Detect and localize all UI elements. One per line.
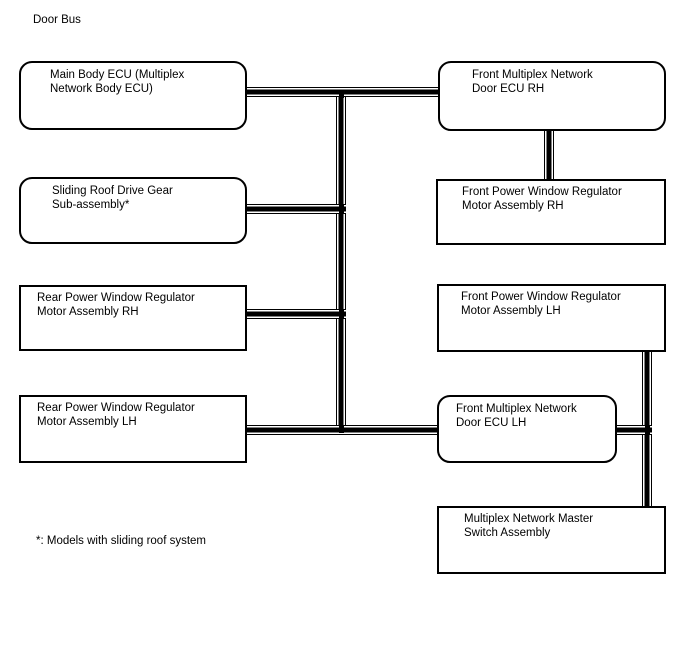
node-main-body-ecu: Main Body ECU (Multiplex Network Body EC… [19, 61, 247, 130]
node-label-line: Motor Assembly LH [461, 305, 561, 317]
node-front-mpx-door-ecu-lh: Front Multiplex Network Door ECU LH [437, 395, 617, 463]
node-label-line: Network Body ECU) [50, 83, 153, 95]
bus-rear-rh-branch [245, 309, 346, 319]
node-label-line: Front Power Window Regulator [462, 186, 622, 198]
node-label-line: Front Multiplex Network [472, 69, 593, 81]
bus-ecu-lh-branch [615, 425, 652, 435]
node-label-line: Multiplex Network Master [464, 513, 594, 525]
bus-ecu-rh-to-reg-rh [544, 129, 554, 181]
node-front-pw-regulator-lh: Front Power Window Regulator Motor Assem… [437, 284, 666, 352]
node-mpx-master-switch: Multiplex Network Master Switch Assembly [437, 506, 666, 574]
bus-sliding-roof-branch [245, 204, 346, 214]
node-label-line: Motor Assembly RH [37, 306, 139, 318]
bus-joint [338, 425, 344, 433]
node-label-line: Front Multiplex Network [456, 403, 577, 415]
node-front-pw-regulator-rh: Front Power Window Regulator Motor Assem… [436, 179, 666, 245]
node-sliding-roof-drive-gear: Sliding Roof Drive Gear Sub-assembly* [19, 177, 247, 244]
diagram-title: Door Bus [33, 14, 81, 26]
bus-joint [338, 309, 344, 319]
node-label-line: Switch Assembly [464, 527, 551, 539]
bus-joint [338, 204, 344, 214]
node-front-mpx-door-ecu-rh: Front Multiplex Network Door ECU RH [438, 61, 666, 131]
node-label-line: Motor Assembly LH [37, 416, 137, 428]
node-label-line: Door ECU LH [456, 417, 527, 429]
node-label-line: Main Body ECU (Multiplex [50, 69, 185, 81]
node-label-line: Front Power Window Regulator [461, 291, 621, 303]
sliding-roof-footnote: *: Models with sliding roof system [36, 535, 207, 547]
bus-joint [644, 425, 650, 435]
node-label-line: Motor Assembly RH [462, 200, 564, 212]
bus-trunk-line [336, 87, 346, 435]
node-label-line: Door ECU RH [472, 83, 545, 95]
node-rear-pw-regulator-lh: Rear Power Window Regulator Motor Assemb… [19, 395, 247, 463]
node-label-line: Rear Power Window Regulator [37, 402, 195, 414]
node-label-line: Rear Power Window Regulator [37, 292, 195, 304]
node-label-line: Sub-assembly* [52, 199, 130, 211]
bus-joint [338, 90, 344, 98]
node-rear-pw-regulator-rh: Rear Power Window Regulator Motor Assemb… [19, 285, 247, 351]
node-label-line: Sliding Roof Drive Gear [52, 185, 173, 197]
